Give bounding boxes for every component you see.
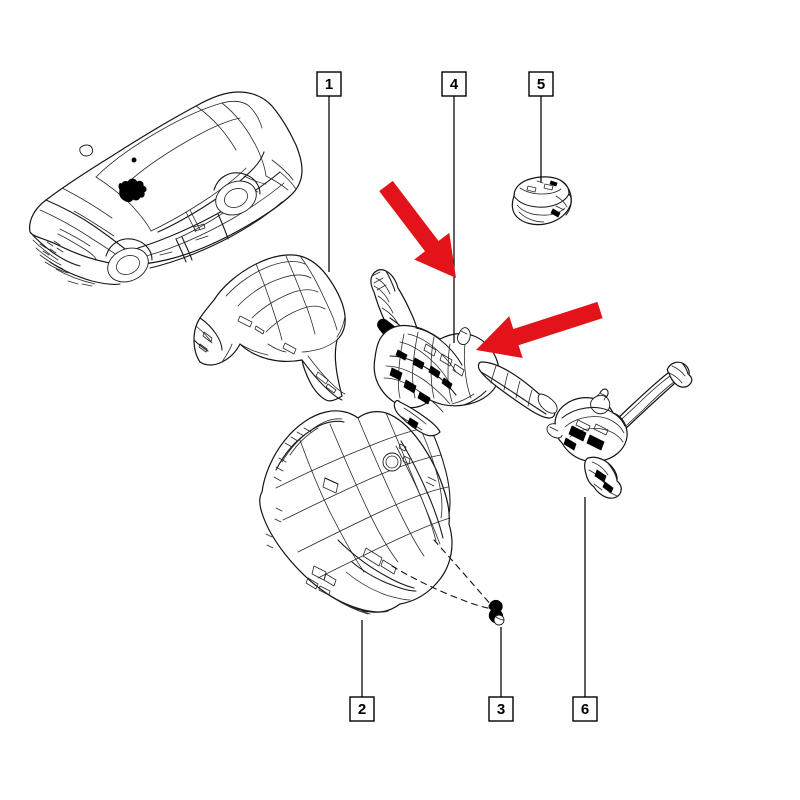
callout-6-box[interactable] xyxy=(572,696,598,722)
part-rotary-control-module xyxy=(511,176,572,226)
callout-3-box[interactable] xyxy=(488,696,514,722)
callout-2-box[interactable] xyxy=(349,696,375,722)
part-lower-steering-column-shroud xyxy=(259,410,453,615)
component-location-marker xyxy=(118,178,147,203)
sedan-line-drawing xyxy=(29,91,303,287)
annotation-arrow-layer xyxy=(379,180,603,359)
callout-1-number: 1 xyxy=(325,76,333,93)
callout-5[interactable]: 5 xyxy=(528,71,554,182)
callout-2[interactable]: 2 xyxy=(349,620,375,722)
callout-3[interactable]: 3 xyxy=(488,627,514,722)
callout-6[interactable]: 6 xyxy=(572,497,598,722)
highlight-arrow-left-icon xyxy=(476,301,603,359)
callout-1-box[interactable] xyxy=(316,71,342,97)
part-clockspring-rotary-coupler xyxy=(546,361,693,499)
highlight-arrow-down-right-icon xyxy=(379,180,456,278)
callout-3-number: 3 xyxy=(497,701,505,718)
callout-2-number: 2 xyxy=(358,701,366,718)
callout-4-box[interactable] xyxy=(441,71,467,97)
callout-5-number: 5 xyxy=(537,76,545,93)
callout-4-number: 4 xyxy=(450,76,459,93)
part-combination-stalk-switch xyxy=(370,269,558,437)
callout-1[interactable]: 1 xyxy=(316,71,342,272)
callout-4[interactable]: 4 xyxy=(441,71,467,343)
callout-5-box[interactable] xyxy=(528,71,554,97)
callout-6-number: 6 xyxy=(581,701,589,718)
part-upper-steering-column-shroud xyxy=(193,254,346,402)
part-fixing-screw xyxy=(391,539,505,626)
callout-layer: 1 2 3 4 5 6 xyxy=(316,71,598,722)
